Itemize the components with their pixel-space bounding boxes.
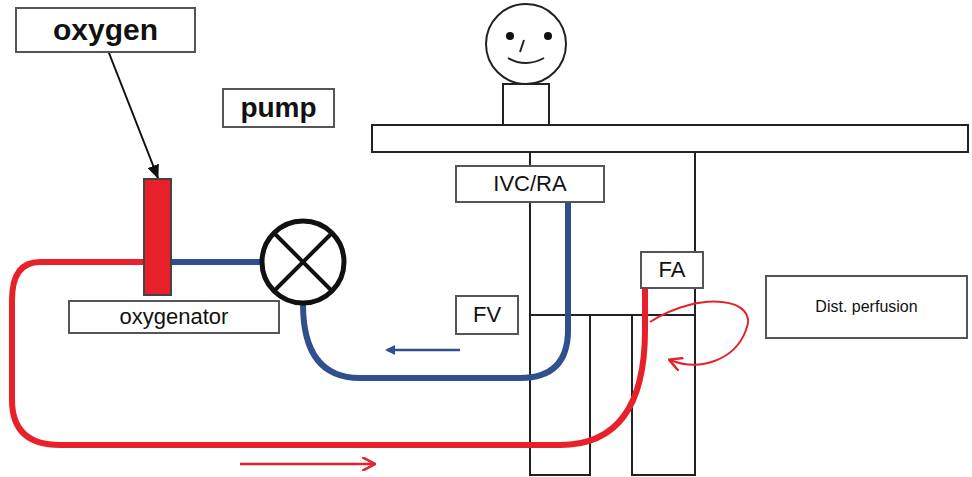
venous-cannula-tube: [303, 203, 568, 378]
oxygenator-symbol: [143, 178, 172, 296]
pump-symbol: [258, 217, 348, 307]
node-label: FA: [659, 257, 686, 283]
flow-arrow: [240, 463, 374, 466]
node-label: oxygenator: [120, 304, 229, 330]
cannula-site-label: FV: [455, 295, 519, 335]
note-box: Dist. perfusion: [765, 275, 968, 339]
venous-line: [172, 259, 261, 265]
oxygen-supply-arrow: [109, 53, 158, 178]
node-label: IVC/RA: [493, 171, 566, 197]
unit-label-box: pump: [222, 88, 335, 128]
flow-arrow: [387, 349, 460, 352]
pump-unit: pump: [222, 88, 345, 306]
oxygenator-unit: oxygenator: [68, 175, 280, 332]
cannula-site-label: FA: [640, 251, 704, 289]
node-label: oxygen: [53, 13, 158, 47]
distal-perfusion-loop: [650, 302, 748, 365]
node-label: Dist. perfusion: [815, 298, 917, 316]
cannula-site-label: IVC/RA: [455, 165, 605, 203]
stick-figure: [372, 4, 968, 475]
node-label: pump: [240, 92, 316, 124]
node-label: FV: [473, 302, 501, 328]
gas-label-box: oxygen: [15, 7, 196, 53]
unit-label-box: oxygenator: [68, 300, 280, 334]
